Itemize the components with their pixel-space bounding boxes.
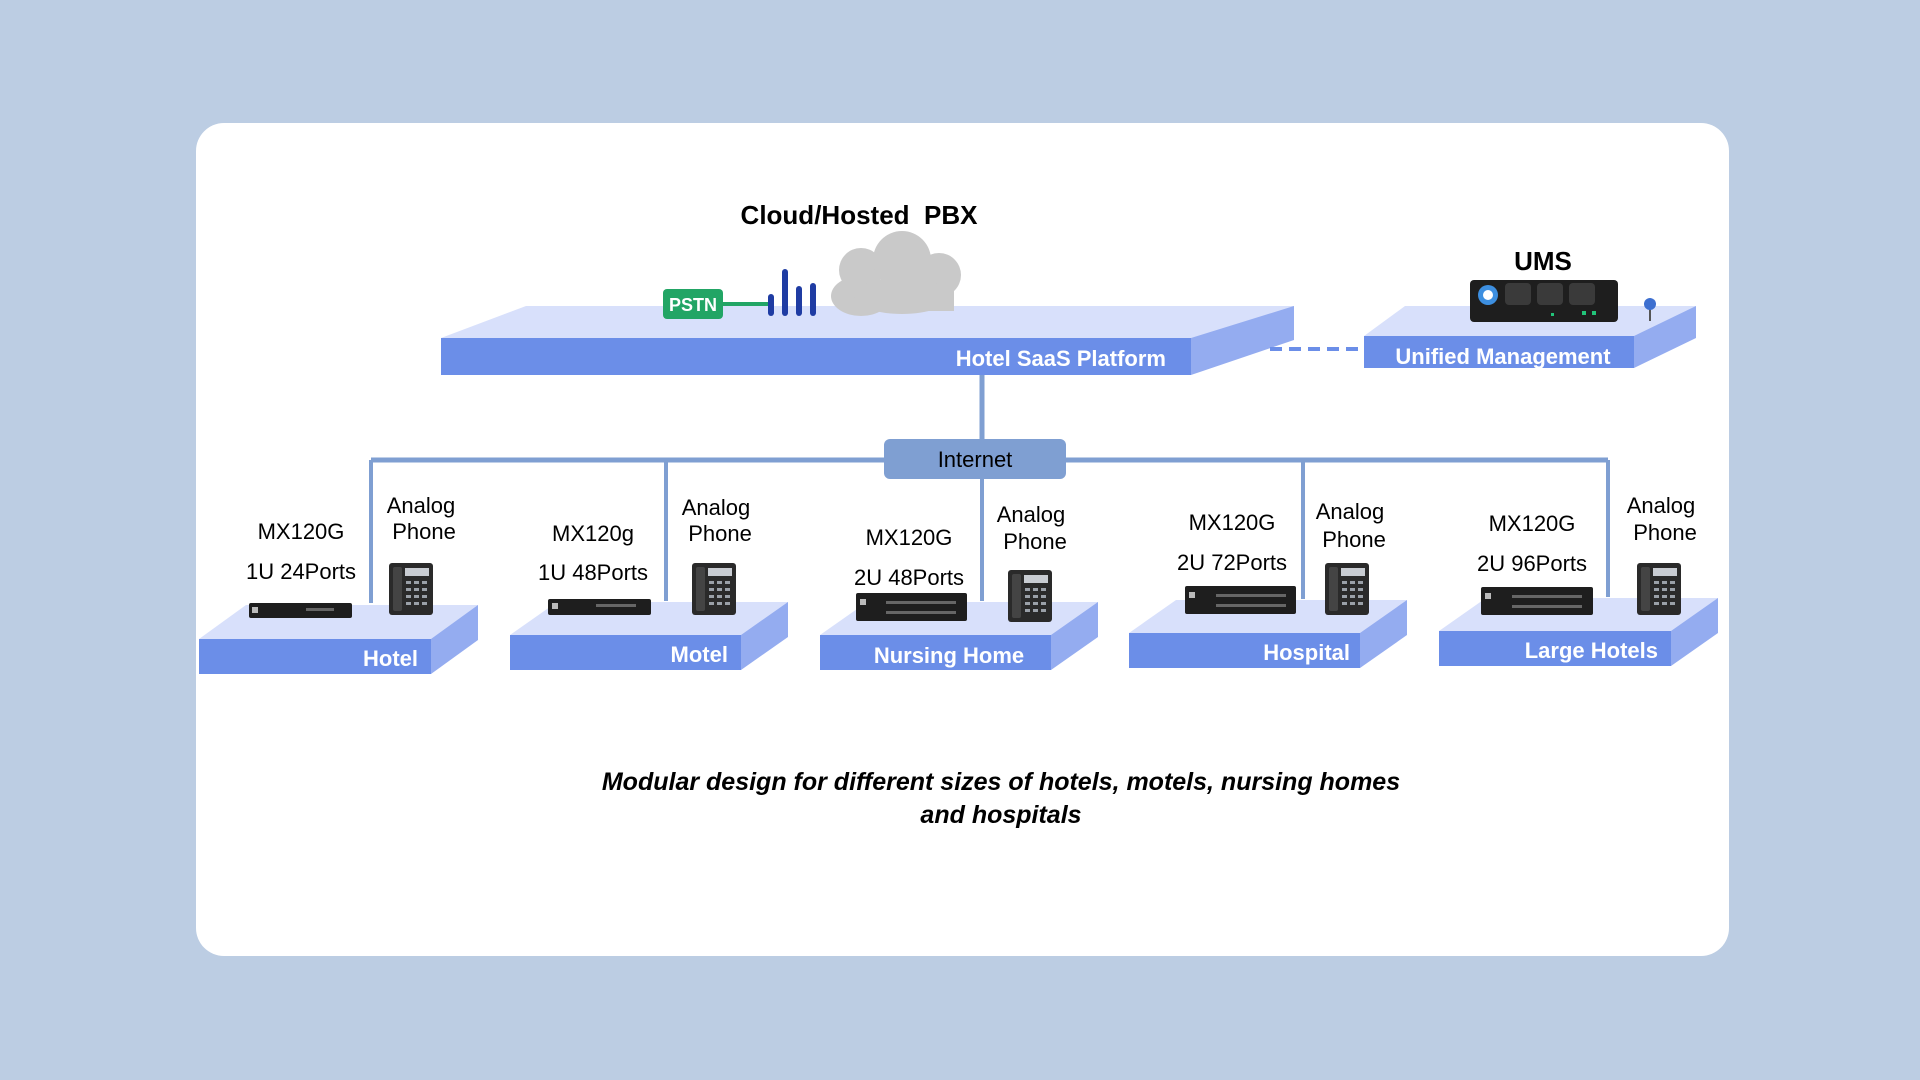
drop-lines bbox=[369, 460, 1610, 603]
platform-label: Nursing Home bbox=[874, 643, 1024, 668]
gateway-spec: 2U 48Ports bbox=[854, 565, 964, 590]
unified-management-label: Unified Management bbox=[1395, 344, 1611, 369]
platform-label: Hospital bbox=[1263, 640, 1350, 665]
site-motel: Motel MX120g 1U 48Ports Analog Phone bbox=[510, 495, 788, 670]
platform-label: Hotel bbox=[363, 646, 418, 671]
gateway-spec: 2U 96Ports bbox=[1477, 551, 1587, 576]
analog-phone-icon bbox=[389, 563, 433, 615]
ums-title: UMS bbox=[1514, 246, 1572, 276]
gateway-device-icon bbox=[1185, 586, 1296, 614]
gateway-device-icon bbox=[249, 603, 352, 618]
gateway-model: MX120G bbox=[1189, 510, 1276, 535]
pstn-label: PSTN bbox=[669, 295, 717, 315]
analog-phone-icon bbox=[1637, 563, 1681, 615]
analog-phone-icon bbox=[692, 563, 736, 615]
phone-label-line2: Phone bbox=[392, 519, 456, 544]
site-hospital: Hospital MX120G 2U 72Ports Analog Phone bbox=[1129, 499, 1407, 668]
phone-label-line2: Phone bbox=[1003, 529, 1067, 554]
signal-bars-icon bbox=[768, 269, 816, 316]
caption-line2: and hospitals bbox=[920, 801, 1081, 829]
gateway-device-icon bbox=[856, 593, 967, 621]
phone-label-line1: Analog bbox=[387, 493, 456, 518]
gateway-device-icon bbox=[1481, 587, 1593, 615]
gateway-spec: 1U 48Ports bbox=[538, 560, 648, 585]
phone-label-line2: Phone bbox=[688, 521, 752, 546]
caption-line1: Modular design for different sizes of ho… bbox=[602, 768, 1400, 796]
gateway-model: MX120g bbox=[552, 521, 634, 546]
gateway-spec: 2U 72Ports bbox=[1177, 550, 1287, 575]
phone-label-line2: Phone bbox=[1322, 527, 1386, 552]
gateway-model: MX120G bbox=[1489, 511, 1576, 536]
pstn-badge: PSTN bbox=[663, 289, 723, 319]
internet-label: Internet bbox=[938, 447, 1013, 472]
analog-phone-icon bbox=[1325, 563, 1369, 615]
gateway-device-icon bbox=[548, 599, 651, 615]
gateway-model: MX120G bbox=[258, 519, 345, 544]
site-large-hotels: Large Hotels MX120G 2U 96Ports Analog Ph… bbox=[1439, 493, 1718, 666]
phone-label-line1: Analog bbox=[997, 502, 1066, 527]
phone-label-line1: Analog bbox=[1627, 493, 1696, 518]
phone-label-line2: Phone bbox=[1633, 520, 1697, 545]
platform-label: Large Hotels bbox=[1525, 638, 1658, 663]
internet-node: Internet bbox=[884, 439, 1066, 479]
gateway-model: MX120G bbox=[866, 525, 953, 550]
ums-server-icon bbox=[1470, 280, 1618, 322]
diagram-card: Hotel SaaS Platform PSTN Cloud/Hosted PB… bbox=[196, 123, 1729, 956]
saas-platform: Hotel SaaS Platform bbox=[441, 306, 1294, 375]
phone-label-line1: Analog bbox=[1316, 499, 1385, 524]
saas-platform-label: Hotel SaaS Platform bbox=[956, 346, 1166, 371]
platform-label: Motel bbox=[671, 642, 728, 667]
site-hotel: Hotel MX120G 1U 24Ports Analog Phone bbox=[199, 493, 478, 674]
site-nursing-home: Nursing Home MX120G 2U 48Ports Analog Ph… bbox=[820, 502, 1098, 670]
cloud-title: Cloud/Hosted PBX bbox=[741, 200, 979, 230]
cloud-icon bbox=[831, 231, 961, 316]
phone-label-line1: Analog bbox=[682, 495, 751, 520]
antenna-icon bbox=[1644, 298, 1656, 321]
analog-phone-icon bbox=[1008, 570, 1052, 622]
gateway-spec: 1U 24Ports bbox=[246, 559, 356, 584]
network-diagram: Hotel SaaS Platform PSTN Cloud/Hosted PB… bbox=[199, 200, 1718, 829]
